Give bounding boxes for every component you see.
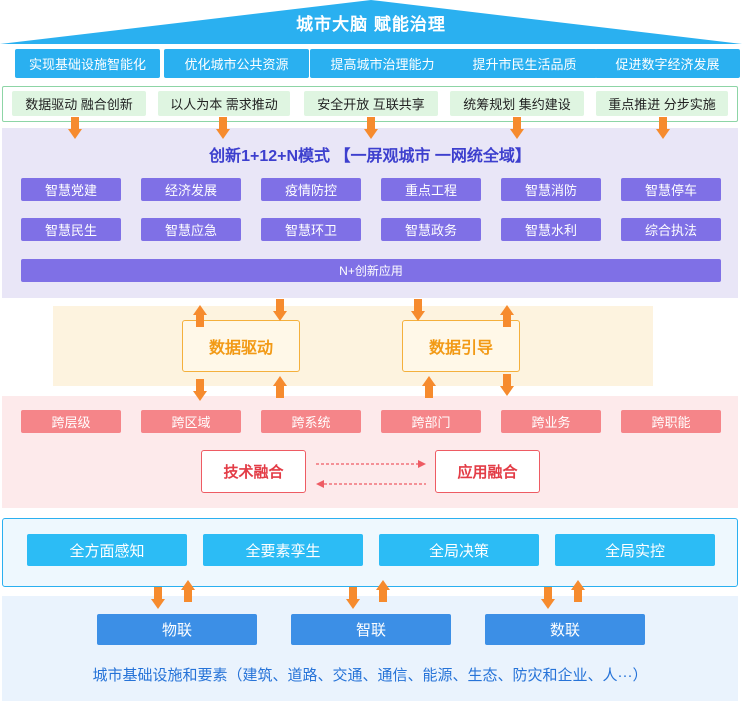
app-item: 智慧应急: [141, 218, 241, 241]
principle-5: 重点推进 分步实施: [596, 91, 728, 116]
up-arrow-icon: [571, 580, 585, 602]
app-item: 智慧消防: [501, 178, 601, 201]
roof-banner: [0, 0, 742, 44]
roof-title: 城市大脑 赋能治理: [296, 14, 446, 34]
cross-item: 跨区域: [141, 410, 241, 433]
down-arrow-icon: [510, 117, 524, 139]
goal-4: 提升市民生活品质: [452, 49, 597, 78]
goal-3: 提高城市治理能力: [310, 49, 455, 78]
app-fusion-box: 应用融合: [435, 450, 540, 493]
up-arrow-icon: [500, 305, 514, 327]
goal-2: 优化城市公共资源: [164, 49, 309, 78]
principle-4: 统筹规划 集约建设: [450, 91, 584, 116]
down-arrow-icon: [541, 587, 555, 609]
app-item: 综合执法: [621, 218, 721, 241]
app-item: 智慧停车: [621, 178, 721, 201]
tech-fusion-box: 技术融合: [201, 450, 306, 493]
data-drive-layer: [53, 306, 653, 386]
goal-1: 实现基础设施智能化: [15, 49, 160, 78]
perception-item: 全方面感知: [27, 534, 187, 566]
principle-2: 以人为本 需求推动: [158, 91, 290, 116]
up-arrow-icon: [376, 580, 390, 602]
app-item: 疫情防控: [261, 178, 361, 201]
down-arrow-icon: [346, 587, 360, 609]
app-item: 智慧党建: [21, 178, 121, 201]
down-arrow-icon: [411, 299, 425, 321]
goal-5: 促进数字经济发展: [595, 49, 740, 78]
infrastructure-description: 城市基础设施和要素（建筑、道路、交通、通信、能源、生态、防灾和企业、人···）: [92, 666, 648, 684]
bidirectional-arrow-icon: [316, 460, 426, 488]
down-arrow-icon: [273, 299, 287, 321]
down-arrow-icon: [364, 117, 378, 139]
iot-link-box: 物联: [97, 614, 257, 645]
perception-item: 全要素孪生: [203, 534, 363, 566]
infrastructure-layer: [2, 596, 738, 701]
app-item: 智慧环卫: [261, 218, 361, 241]
down-arrow-icon: [193, 379, 207, 401]
cross-item: 跨层级: [21, 410, 121, 433]
down-arrow-icon: [656, 117, 670, 139]
data-guide-box: 数据引导: [402, 320, 520, 372]
cross-item: 跨职能: [621, 410, 721, 433]
app-item: 智慧民生: [21, 218, 121, 241]
up-arrow-icon: [273, 376, 287, 398]
data-link-box: 数联: [485, 614, 645, 645]
smart-link-box: 智联: [291, 614, 451, 645]
cross-item: 跨业务: [501, 410, 601, 433]
app-item: 重点工程: [381, 178, 481, 201]
app-item: 经济发展: [141, 178, 241, 201]
perception-item: 全局实控: [555, 534, 715, 566]
principle-3: 安全开放 互联共享: [304, 91, 438, 116]
up-arrow-icon: [193, 305, 207, 327]
cross-item: 跨部门: [381, 410, 481, 433]
integration-layer: [2, 396, 738, 508]
down-arrow-icon: [151, 587, 165, 609]
perception-item: 全局决策: [379, 534, 539, 566]
cross-item: 跨系统: [261, 410, 361, 433]
down-arrow-icon: [500, 374, 514, 396]
app-item: 智慧水利: [501, 218, 601, 241]
down-arrow-icon: [68, 117, 82, 139]
up-arrow-icon: [181, 580, 195, 602]
up-arrow-icon: [422, 376, 436, 398]
n-innovation-app: N+创新应用: [21, 259, 721, 282]
down-arrow-icon: [216, 117, 230, 139]
application-title: 创新1+12+N模式 【一屏观城市 一网统全域】: [209, 148, 531, 165]
principle-1: 数据驱动 融合创新: [12, 91, 146, 116]
data-drive-box: 数据驱动: [182, 320, 300, 372]
app-item: 智慧政务: [381, 218, 481, 241]
